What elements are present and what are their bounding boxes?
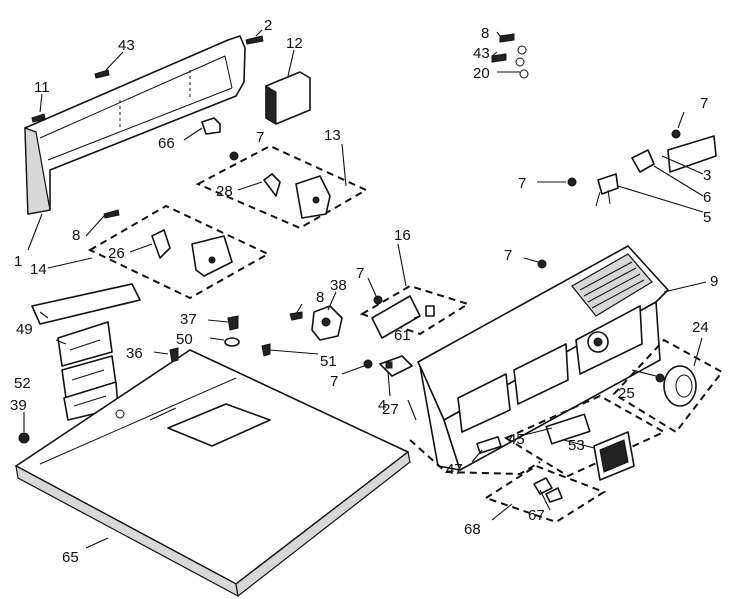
callout-51: 51 bbox=[320, 353, 337, 370]
callout-66: 66 bbox=[158, 135, 175, 152]
nut-part-7-low bbox=[363, 359, 373, 369]
callout-7-panel: 7 bbox=[504, 247, 512, 264]
bulb-parts-5-6 bbox=[595, 149, 655, 207]
callout-13: 13 bbox=[324, 127, 341, 144]
callout-7-far: 7 bbox=[518, 175, 526, 192]
nut-part-7-right bbox=[671, 129, 681, 139]
screw-part-8-left bbox=[103, 209, 120, 219]
screw-part-43 bbox=[94, 69, 110, 79]
screw-part-37 bbox=[227, 315, 239, 331]
callout-67: 67 bbox=[528, 507, 545, 524]
callout-53: 53 bbox=[568, 437, 585, 454]
group-68-outline bbox=[483, 464, 607, 524]
group-27-outline bbox=[409, 439, 541, 476]
callout-24: 24 bbox=[692, 319, 709, 336]
callout-16: 16 bbox=[394, 227, 411, 244]
screw-part-11 bbox=[31, 113, 46, 123]
callout-labels: 2 43 11 12 66 7 13 28 8 26 1 14 8 43 20 … bbox=[10, 17, 718, 566]
knob-part-24 bbox=[663, 365, 697, 407]
display-part-53 bbox=[593, 431, 635, 481]
control-panel-part-9 bbox=[417, 245, 669, 471]
callout-52: 52 bbox=[14, 375, 31, 392]
callout-43-top: 43 bbox=[473, 45, 490, 62]
callout-7-low: 7 bbox=[330, 373, 338, 390]
callout-7-mid: 7 bbox=[356, 265, 364, 282]
callout-47: 47 bbox=[446, 461, 463, 478]
switch-part-26 bbox=[151, 229, 233, 277]
callout-49: 49 bbox=[16, 321, 33, 338]
block-part-12 bbox=[265, 71, 311, 125]
callout-26: 26 bbox=[108, 245, 125, 262]
callout-39: 39 bbox=[10, 397, 27, 414]
group-45-outline bbox=[503, 394, 667, 478]
top-plate-part-65 bbox=[15, 349, 411, 598]
callout-2: 2 bbox=[264, 17, 272, 34]
screw-part-36 bbox=[169, 347, 179, 363]
nut-part-7-far bbox=[567, 177, 577, 187]
callout-11: 11 bbox=[34, 79, 50, 96]
part-25 bbox=[655, 373, 665, 383]
console-backsplash-part bbox=[24, 35, 246, 215]
callout-28: 28 bbox=[216, 183, 233, 200]
callout-50: 50 bbox=[176, 331, 193, 348]
callout-8-mid: 8 bbox=[316, 289, 324, 306]
callout-14: 14 bbox=[30, 261, 47, 278]
callout-7: 7 bbox=[256, 129, 264, 146]
callout-45: 45 bbox=[508, 431, 525, 448]
switch-part-28 bbox=[263, 173, 331, 219]
callout-36: 36 bbox=[126, 345, 143, 362]
callout-12: 12 bbox=[286, 35, 303, 52]
leader-lines bbox=[23, 29, 707, 549]
washer-part-50 bbox=[224, 337, 240, 347]
callout-43: 43 bbox=[118, 37, 135, 54]
callout-7-top-right: 7 bbox=[700, 95, 708, 112]
callout-38: 38 bbox=[330, 277, 347, 294]
callout-25: 25 bbox=[618, 385, 635, 402]
callout-8-top: 8 bbox=[481, 25, 489, 42]
callout-3: 3 bbox=[703, 167, 711, 184]
nut-part-39 bbox=[18, 432, 30, 444]
nut-part-7-mid bbox=[373, 295, 383, 305]
control-part-38 bbox=[311, 305, 343, 341]
callout-61: 61 bbox=[394, 327, 411, 344]
screw-part-2 bbox=[245, 35, 264, 45]
callout-6: 6 bbox=[703, 189, 711, 206]
callout-65: 65 bbox=[62, 549, 79, 566]
screw-part-8-mid bbox=[289, 311, 303, 321]
callout-8: 8 bbox=[72, 227, 80, 244]
clip-part-66 bbox=[201, 117, 221, 135]
callout-4: 4 bbox=[378, 397, 386, 414]
screws-group-8-43-20 bbox=[491, 33, 529, 79]
callout-9: 9 bbox=[710, 273, 718, 290]
callout-68: 68 bbox=[464, 521, 481, 538]
nut-part-7-panel bbox=[537, 259, 547, 269]
bracket-part-3 bbox=[667, 135, 717, 173]
nut-part-7-top bbox=[229, 151, 239, 161]
panel-part-49 bbox=[31, 283, 141, 325]
bracket-part-4 bbox=[379, 355, 413, 377]
group-14-outline bbox=[87, 204, 271, 300]
part-53 bbox=[545, 413, 591, 445]
callout-37: 37 bbox=[180, 311, 197, 328]
callout-5: 5 bbox=[703, 209, 711, 226]
callout-1: 1 bbox=[14, 253, 22, 270]
callout-27: 27 bbox=[382, 401, 399, 418]
part-67 bbox=[533, 477, 563, 503]
screw-part-51 bbox=[261, 343, 271, 357]
callout-20: 20 bbox=[473, 65, 490, 82]
group-24-outline bbox=[612, 338, 724, 434]
part-47 bbox=[476, 436, 502, 454]
group-13-outline bbox=[195, 144, 369, 230]
